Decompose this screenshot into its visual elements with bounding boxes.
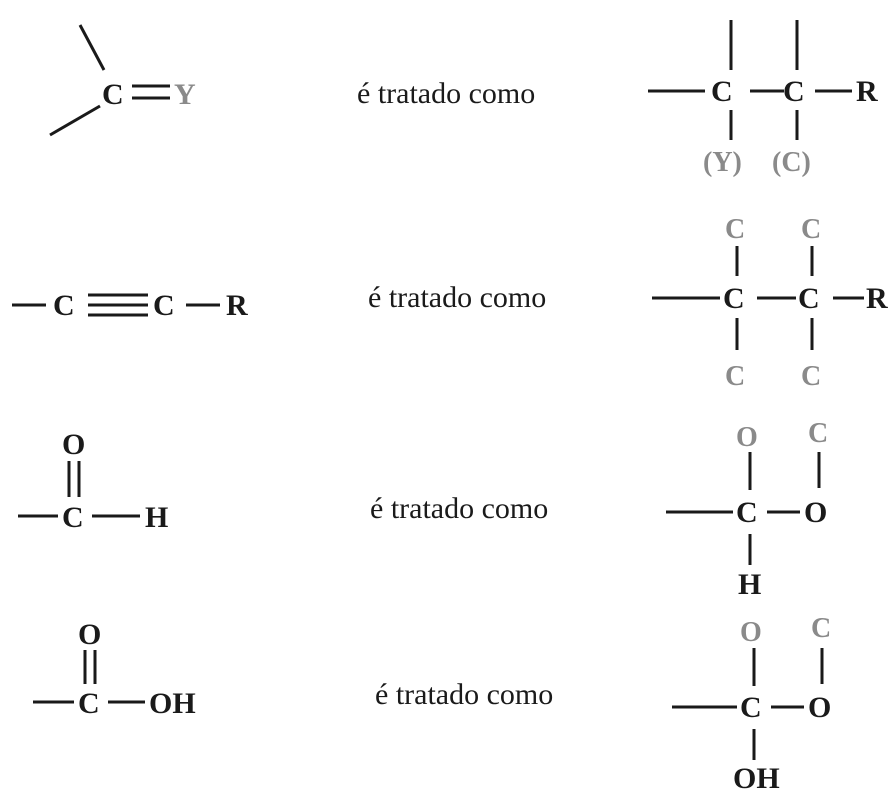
atom-carbon: C xyxy=(78,687,100,720)
atom-group-r: R xyxy=(226,289,248,322)
ghost-carbon-bottom-1: C xyxy=(725,361,745,392)
atom-carbon: C xyxy=(62,501,84,534)
row-2-caption: é tratado como xyxy=(368,281,546,314)
atom-oxygen: O xyxy=(62,428,85,461)
ghost-oxygen: O xyxy=(740,617,762,648)
row-3-caption: é tratado como xyxy=(370,492,548,525)
row-3-right-structure: C O H O C xyxy=(666,418,828,601)
row-4-right-structure: C O OH O C xyxy=(672,613,831,795)
atom-carbon: C xyxy=(736,496,758,529)
row-3-left-structure: O C H xyxy=(18,428,168,534)
row-2-right-structure: C C R C C C C xyxy=(652,214,888,392)
ghost-carbon-bottom-2: C xyxy=(801,361,821,392)
ghost-atom-c: (C) xyxy=(772,147,811,178)
bond-lower-substituent xyxy=(49,104,101,137)
row-4-caption: é tratado como xyxy=(375,678,553,711)
atom-oxygen: O xyxy=(808,691,831,724)
atom-heteroatom-y: Y xyxy=(174,78,196,111)
atom-carbon-2: C xyxy=(783,75,805,108)
ghost-carbon-top-2: C xyxy=(801,214,821,245)
atom-hydroxyl: OH xyxy=(733,762,780,795)
ghost-carbon: C xyxy=(811,613,831,644)
atom-group-r: R xyxy=(866,282,888,315)
atom-carbon-2: C xyxy=(798,282,820,315)
ghost-atom-y: (Y) xyxy=(703,147,742,178)
atom-hydrogen: H xyxy=(738,568,761,601)
atom-carbon: C xyxy=(740,691,762,724)
atom-oxygen: O xyxy=(78,618,101,651)
atom-hydroxyl: OH xyxy=(149,687,196,720)
atom-carbon-1: C xyxy=(53,289,75,322)
row-1-caption: é tratado como xyxy=(357,77,535,110)
ghost-carbon: C xyxy=(808,418,828,449)
bond-upper-substituent xyxy=(78,24,106,71)
atom-carbon: C xyxy=(102,78,124,111)
atom-hydrogen: H xyxy=(145,501,168,534)
row-4-left-structure: O C OH xyxy=(33,618,196,720)
atom-carbon-1: C xyxy=(711,75,733,108)
atom-oxygen: O xyxy=(804,496,827,529)
row-1-right-structure: C C R (Y) (C) xyxy=(648,20,878,178)
atom-carbon-1: C xyxy=(723,282,745,315)
ghost-carbon-top-1: C xyxy=(725,214,745,245)
atom-carbon-2: C xyxy=(153,289,175,322)
row-2-left-structure: C C R xyxy=(12,289,248,322)
row-1-left-structure: C Y xyxy=(49,24,196,137)
atom-group-r: R xyxy=(856,75,878,108)
ghost-oxygen: O xyxy=(736,422,758,453)
